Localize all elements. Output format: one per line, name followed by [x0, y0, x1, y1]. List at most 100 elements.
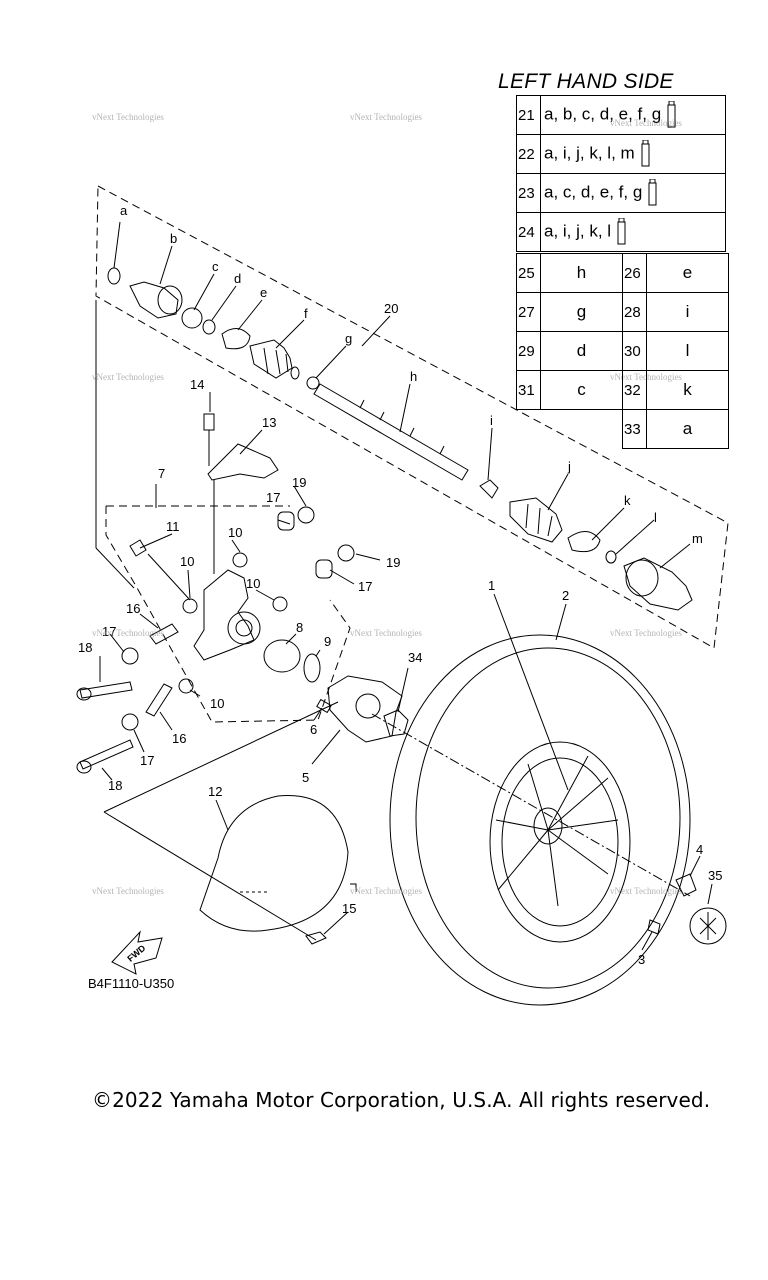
callout-10-a: 10 — [228, 525, 242, 540]
callout-g: g — [345, 331, 352, 346]
callout-1: 1 — [488, 578, 495, 593]
callout-18-a: 18 — [78, 640, 92, 655]
kit-number: 23 — [516, 173, 541, 213]
grease-tube-icon — [617, 218, 626, 245]
reference-letter: i — [646, 292, 729, 332]
reference-letter: g — [540, 292, 623, 332]
kit-row: 21 a, b, c, d, e, f, g — [516, 95, 726, 135]
diagram-code: B4F1110-U350 — [88, 976, 175, 991]
reference-letter: a — [646, 409, 729, 449]
kit-number: 22 — [516, 134, 541, 174]
fwd-label: FWD — [125, 943, 148, 964]
callout-10-c: 10 — [246, 576, 260, 591]
callout-a: a — [120, 203, 128, 218]
callout-17-c: 17 — [102, 624, 116, 639]
reference-number: 30 — [622, 331, 647, 371]
reference-number: 31 — [516, 370, 541, 410]
callout-35: 35 — [708, 868, 722, 883]
callout-d: d — [234, 271, 241, 286]
callout-10-d: 10 — [210, 696, 224, 711]
watermark: vNext Technologies — [92, 112, 164, 122]
watermark: vNext Technologies — [350, 886, 422, 896]
callout-7: 7 — [158, 466, 165, 481]
callout-3: 3 — [638, 952, 645, 967]
fwd-arrow-icon — [111, 930, 163, 975]
callout-j: j — [567, 459, 571, 474]
kit-row: 24 a, i, j, k, l — [516, 212, 726, 252]
callout-14: 14 — [190, 377, 204, 392]
callout-5: 5 — [302, 770, 309, 785]
callout-6: 6 — [310, 722, 317, 737]
callout-15: 15 — [342, 901, 356, 916]
watermark: vNext Technologies — [350, 628, 422, 638]
grease-tube-icon — [641, 140, 650, 167]
callout-9: 9 — [324, 634, 331, 649]
reference-number: 28 — [622, 292, 647, 332]
kit-number: 24 — [516, 212, 541, 252]
copyright-notice: ©2022 Yamaha Motor Corporation, U.S.A. A… — [92, 1088, 711, 1112]
callout-i: i — [490, 413, 493, 428]
watermark: vNext Technologies — [610, 886, 682, 896]
callout-f: f — [304, 306, 308, 321]
kit-contents-table: 21 a, b, c, d, e, f, g 22 a, i, j, k, l,… — [516, 95, 726, 252]
watermark: vNext Technologies — [610, 628, 682, 638]
callout-17-d: 17 — [140, 753, 154, 768]
empty-cell — [517, 410, 541, 449]
callout-b: b — [170, 231, 177, 246]
drive-shaft-boundary — [95, 185, 729, 649]
reference-number: 32 — [622, 370, 647, 410]
callout-19-a: 19 — [292, 475, 306, 490]
reference-row: 33 a — [517, 409, 729, 449]
grease-tube-icon — [648, 179, 657, 206]
callout-m: m — [692, 531, 703, 546]
reference-letter: d — [540, 331, 623, 371]
kit-row: 23 a, c, d, e, f, g — [516, 173, 726, 213]
reference-number: 29 — [516, 331, 541, 371]
reference-letter: e — [646, 253, 729, 293]
reference-number: 33 — [622, 409, 647, 449]
callout-20: 20 — [384, 301, 398, 316]
callout-h: h — [410, 369, 417, 384]
watermark: vNext Technologies — [92, 628, 164, 638]
watermark: vNext Technologies — [92, 886, 164, 896]
reference-letter: h — [540, 253, 623, 293]
callout-e: e — [260, 285, 267, 300]
callout-17-a: 17 — [266, 490, 280, 505]
reference-number: 27 — [516, 292, 541, 332]
callout-17-b: 17 — [358, 579, 372, 594]
reference-row: 29 d 30 l — [516, 331, 729, 371]
callout-c: c — [212, 259, 219, 274]
reference-row: 25 h 26 e — [516, 253, 729, 293]
reference-row: 27 g 28 i — [516, 292, 729, 332]
callout-16-b: 16 — [172, 731, 186, 746]
callout-19-b: 19 — [386, 555, 400, 570]
callout-18-b: 18 — [108, 778, 122, 793]
left-hand-side-title: LEFT HAND SIDE — [498, 70, 674, 93]
part-reference-table: 25 h 26 e 27 g 28 i 29 d 30 l 31 c 32 k … — [516, 253, 729, 449]
callout-13: 13 — [262, 415, 276, 430]
callout-34: 34 — [408, 650, 422, 665]
callout-12: 12 — [208, 784, 222, 799]
callout-10-b: 10 — [180, 554, 194, 569]
watermark: vNext Technologies — [92, 372, 164, 382]
reference-letter: c — [540, 370, 623, 410]
callout-l: l — [654, 510, 657, 525]
reference-row: 31 c 32 k — [516, 370, 729, 410]
kit-number: 21 — [516, 95, 541, 135]
kit-items: a, c, d, e, f, g — [540, 173, 726, 213]
reference-letter: l — [646, 331, 729, 371]
callout-16-a: 16 — [126, 601, 140, 616]
kit-items: a, b, c, d, e, f, g — [540, 95, 726, 135]
callout-k: k — [624, 493, 631, 508]
callout-2: 2 — [562, 588, 569, 603]
callout-4: 4 — [696, 842, 703, 857]
reference-number: 26 — [622, 253, 647, 293]
kit-row: 22 a, i, j, k, l, m — [516, 134, 726, 174]
kit-items: a, i, j, k, l — [540, 212, 726, 252]
kit-items: a, i, j, k, l, m — [540, 134, 726, 174]
watermark: vNext Technologies — [350, 112, 422, 122]
knuckle-boundary — [105, 506, 351, 723]
reference-letter: k — [646, 370, 729, 410]
callout-11: 11 — [166, 519, 180, 534]
